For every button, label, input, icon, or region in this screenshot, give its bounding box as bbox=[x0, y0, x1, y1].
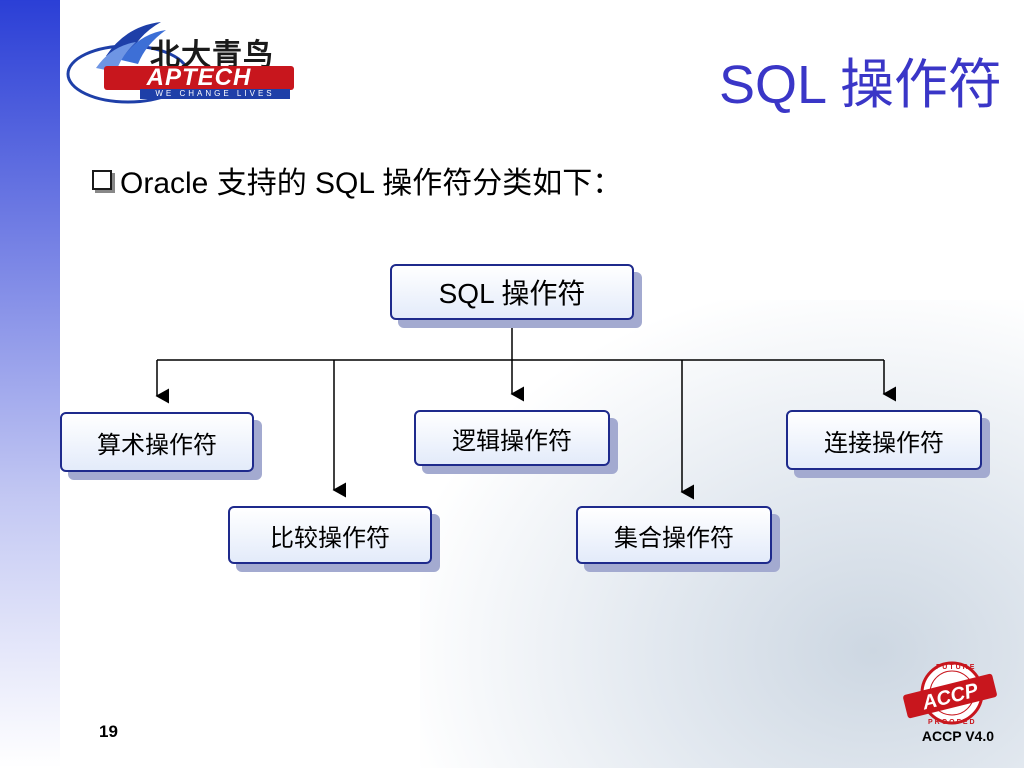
checkbox-bullet-icon bbox=[92, 170, 112, 190]
version-label: ACCP V4.0 bbox=[921, 728, 994, 744]
node-label: 比较操作符 bbox=[270, 524, 390, 552]
logo-english-name: APTECH bbox=[104, 66, 294, 90]
node-set-operators: 集合操作符 bbox=[576, 506, 772, 564]
accp-future-proofed-badge-icon: FUTURE ACCP PROOFED bbox=[903, 661, 997, 726]
node-label: 算术操作符 bbox=[97, 431, 217, 459]
logo-tagline: WE CHANGE LIVES bbox=[140, 89, 290, 99]
page-number: 19 bbox=[99, 722, 118, 741]
badge-ring-top-text: FUTURE bbox=[936, 664, 976, 671]
slide-title: SQL 操作符 bbox=[718, 55, 1002, 115]
node-label: SQL 操作符 bbox=[438, 278, 586, 309]
bullet-item: Oracle 支持的 SQL 操作符分类如下： bbox=[92, 160, 622, 200]
node-concatenation-operators: 连接操作符 bbox=[786, 410, 982, 470]
bullet-text: Oracle 支持的 SQL 操作符分类如下： bbox=[120, 167, 623, 200]
badge-ring-bottom-text: PROOFED bbox=[928, 719, 977, 726]
node-arithmetic-operators: 算术操作符 bbox=[60, 412, 254, 472]
node-logical-operators: 逻辑操作符 bbox=[414, 410, 610, 466]
node-label: 连接操作符 bbox=[824, 429, 944, 457]
node-label: 集合操作符 bbox=[614, 524, 734, 552]
side-gradient-bar bbox=[0, 0, 60, 768]
node-comparison-operators: 比较操作符 bbox=[228, 506, 432, 564]
node-sql-operators: SQL 操作符 bbox=[390, 264, 634, 320]
node-label: 逻辑操作符 bbox=[452, 427, 572, 455]
